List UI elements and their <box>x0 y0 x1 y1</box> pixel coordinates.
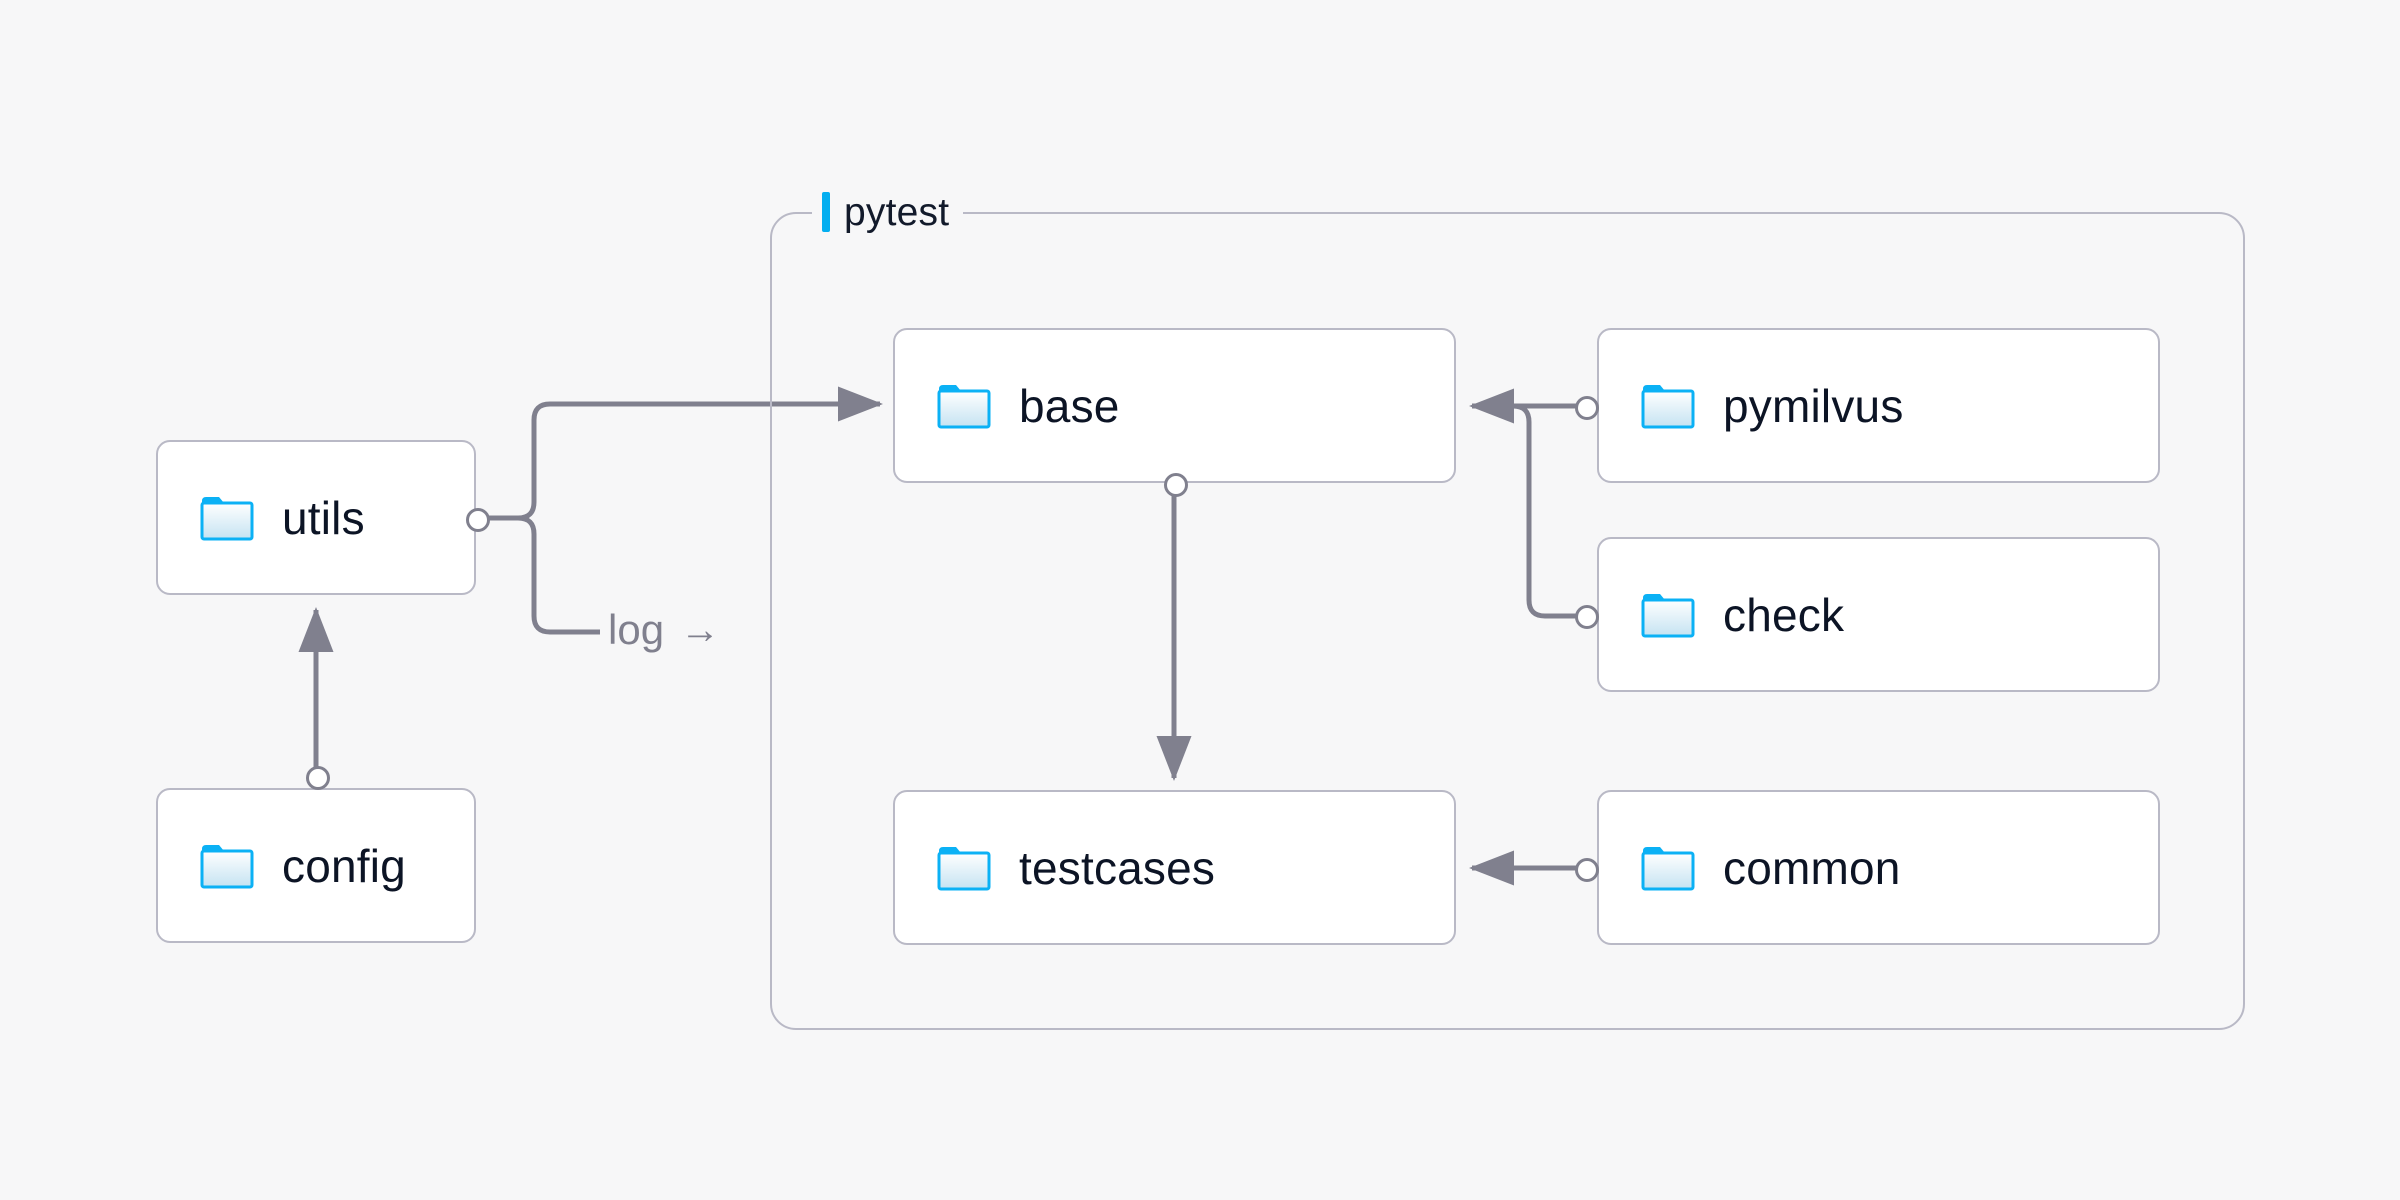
edge-label-log-text: log <box>608 606 665 653</box>
handle-pymilvus-left[interactable] <box>1575 396 1599 420</box>
node-label: check <box>1723 588 1845 641</box>
handle-utils-right[interactable] <box>466 508 490 532</box>
group-container-pytest[interactable] <box>770 212 2245 1030</box>
node-common[interactable]: common <box>1575 790 2160 945</box>
edge-utils-to-log <box>488 515 600 635</box>
folder-icon <box>937 846 991 890</box>
handle-common-left[interactable] <box>1575 858 1599 882</box>
folder-icon <box>1641 846 1695 890</box>
handle-check-left[interactable] <box>1575 605 1599 629</box>
node-utils[interactable]: utils <box>156 440 490 595</box>
group-accent-bar <box>822 192 830 232</box>
arrow-right-icon: → <box>680 608 721 652</box>
node-label: pymilvus <box>1723 379 1904 432</box>
node-label: utils <box>282 491 365 544</box>
node-label: base <box>1019 379 1120 432</box>
node-pymilvus[interactable]: pymilvus <box>1575 328 2160 483</box>
node-config[interactable]: config <box>156 766 476 943</box>
folder-icon <box>200 844 254 888</box>
edge-label-log[interactable]: log → <box>600 606 729 653</box>
node-testcases[interactable]: testcases <box>893 790 1456 945</box>
handle-config-top[interactable] <box>306 766 330 790</box>
node-base[interactable]: base <box>893 328 1456 497</box>
folder-icon <box>937 384 991 428</box>
node-label: config <box>282 839 406 892</box>
handle-base-bottom[interactable] <box>1164 473 1188 497</box>
folder-icon <box>1641 593 1695 637</box>
node-check[interactable]: check <box>1575 537 2160 692</box>
folder-icon <box>200 496 254 540</box>
group-label-text: pytest <box>844 190 950 234</box>
node-label: common <box>1723 841 1901 894</box>
group-label-pytest: pytest <box>812 190 964 234</box>
node-label: testcases <box>1019 841 1216 894</box>
folder-icon <box>1641 384 1695 428</box>
